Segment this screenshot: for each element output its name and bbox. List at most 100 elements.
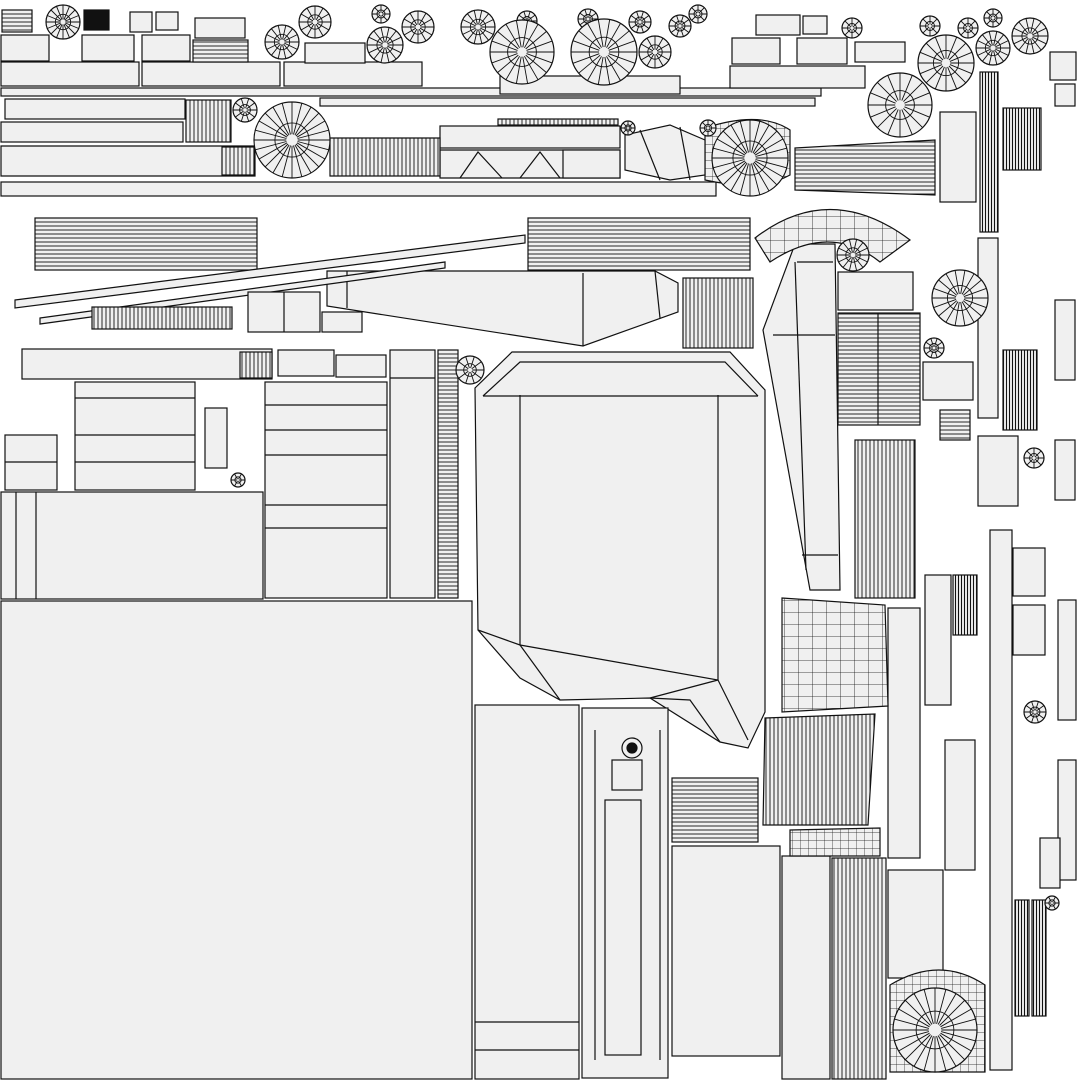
uv-island-block — [204, 407, 228, 469]
radial-wheel-icon — [230, 472, 246, 488]
uv-island-strip — [1054, 439, 1076, 501]
uv-island-block — [731, 37, 781, 65]
uv-island-block — [129, 11, 153, 33]
uv-island-block — [304, 42, 366, 64]
radial-wheel-icon — [455, 355, 485, 385]
radial-wheel-icon — [628, 10, 652, 34]
radial-wheel-icon — [366, 26, 404, 64]
uv-island-block — [1012, 604, 1046, 656]
uv-island-block — [335, 354, 387, 378]
uv-island-strip — [319, 97, 816, 107]
uv-island-block — [264, 381, 388, 599]
uv-island-strip — [939, 111, 977, 203]
uv-island-block — [837, 271, 914, 311]
uv-island-hatched-strip — [1031, 899, 1047, 1017]
uv-island-strip — [389, 349, 436, 599]
uv-island-angled-box — [624, 124, 706, 181]
uv-island-strip-hatched — [239, 351, 273, 379]
uv-island-strip — [977, 237, 999, 419]
uv-island-block — [977, 435, 1019, 507]
uv-island-strip — [989, 529, 1013, 1071]
uv-island-solid-block — [83, 9, 110, 31]
uv-island-block — [802, 15, 828, 35]
uv-island-strip — [1039, 837, 1061, 889]
uv-island-box-panel — [474, 351, 766, 749]
uv-island-strip — [1049, 51, 1077, 81]
uv-island-hatched-strip — [1002, 107, 1042, 171]
radial-wheel-icon — [460, 9, 496, 45]
uv-island-strip — [0, 87, 822, 97]
uv-island-strip — [781, 855, 831, 1080]
uv-island-mesh-block — [837, 312, 921, 426]
radial-wheel-icon — [1011, 17, 1049, 55]
uv-island-block — [74, 381, 196, 491]
radial-wheel-icon — [688, 4, 708, 24]
uv-island-strip — [729, 65, 866, 89]
uv-island-block — [755, 14, 801, 36]
radial-wheel-icon — [1023, 447, 1045, 469]
uv-island-block — [277, 349, 335, 377]
radial-wheel-icon — [371, 4, 391, 24]
uv-island-hatched-block — [671, 777, 759, 843]
uv-island-diagonal-strip — [14, 234, 526, 309]
radial-wheel-icon — [841, 17, 863, 39]
radial-wheel-icon — [401, 10, 435, 44]
radial-wheel-icon — [975, 30, 1011, 66]
uv-island-hatched-strip — [952, 574, 978, 636]
radial-wheel-icon — [264, 24, 300, 60]
radial-wheel-icon — [923, 337, 945, 359]
uv-island-block — [0, 34, 50, 62]
uv-island-strip — [4, 98, 186, 120]
uv-island-strip — [283, 61, 423, 87]
uv-island-block — [1012, 547, 1046, 597]
radial-wheel-icon — [919, 15, 941, 37]
radial-wheel-icon — [931, 269, 989, 327]
uv-island-fan-band — [794, 139, 936, 196]
uv-island-strip — [0, 121, 184, 143]
uv-island-hatched-block — [854, 439, 916, 599]
uv-island-hatched-strip — [682, 277, 754, 349]
uv-island-hatched-strip — [185, 99, 232, 143]
uv-island-block — [671, 845, 781, 1057]
radial-wheel-icon — [711, 119, 789, 197]
uv-island-block — [141, 34, 191, 62]
uv-island-strip — [21, 348, 273, 380]
radial-wheel-icon — [489, 19, 555, 85]
uv-island-block — [0, 491, 264, 600]
uv-island-column-strips — [581, 707, 669, 1079]
uv-island-strip — [1057, 599, 1077, 721]
uv-island-long-strip — [0, 181, 717, 197]
radial-islands-group — [45, 4, 1060, 1073]
uv-island-block — [854, 41, 906, 63]
uv-island-hatched-strip — [497, 118, 619, 126]
uv-island-strip — [924, 574, 952, 706]
uv-island-strip — [562, 149, 621, 179]
uv-island-strip — [141, 61, 281, 87]
radial-wheel-icon — [699, 119, 717, 137]
radial-wheel-icon — [892, 987, 978, 1073]
uv-island-hatched-strip — [221, 146, 255, 176]
uv-island-strip — [1054, 299, 1076, 381]
uv-island-block — [922, 361, 974, 401]
uv-island-hatched-block — [34, 217, 258, 271]
uv-island-hatched-strip — [979, 71, 999, 233]
radial-wheel-icon — [668, 14, 692, 38]
uv-island-hatched-block — [1, 9, 33, 33]
uv-island-block — [887, 607, 921, 859]
uv-island-block — [155, 11, 179, 31]
uv-island-block — [81, 34, 135, 62]
radial-wheel-icon — [836, 238, 870, 272]
uv-island-block — [796, 37, 848, 65]
uv-island-strip — [944, 739, 976, 871]
uv-island-block — [887, 869, 944, 979]
radial-wheel-icon — [253, 101, 331, 179]
radial-wheel-icon — [620, 120, 636, 136]
uv-island-hatched-strip — [192, 39, 249, 63]
uv-island-strip-hatched — [831, 857, 887, 1080]
uv-island-strip — [0, 61, 140, 87]
radial-wheel-icon — [298, 5, 332, 39]
radial-wheel-icon — [983, 8, 1003, 28]
radial-wheel-icon — [570, 18, 638, 86]
uv-island-block — [321, 311, 363, 333]
